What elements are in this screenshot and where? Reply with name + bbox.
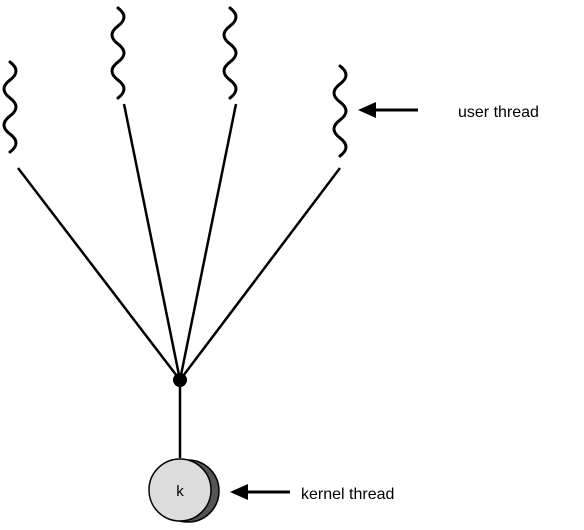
user-thread-4 <box>332 64 348 158</box>
user-thread-1 <box>2 60 18 154</box>
connector-line-4 <box>179 167 341 381</box>
kernel-thread-arrow-head <box>230 484 248 500</box>
kernel-thread-circle <box>148 458 212 522</box>
user-thread-arrow-head <box>358 102 376 118</box>
kernel-thread-letter: k <box>176 483 184 500</box>
user-thread-3 <box>222 6 238 100</box>
user-thread-label: user thread <box>458 104 539 121</box>
junction-dot <box>173 373 187 387</box>
connector-line-3 <box>178 103 238 381</box>
connector-line-1 <box>17 167 181 381</box>
kernel-thread-label: kernel thread <box>301 486 394 503</box>
user-thread-2 <box>110 6 126 100</box>
connector-line-2 <box>122 103 182 381</box>
